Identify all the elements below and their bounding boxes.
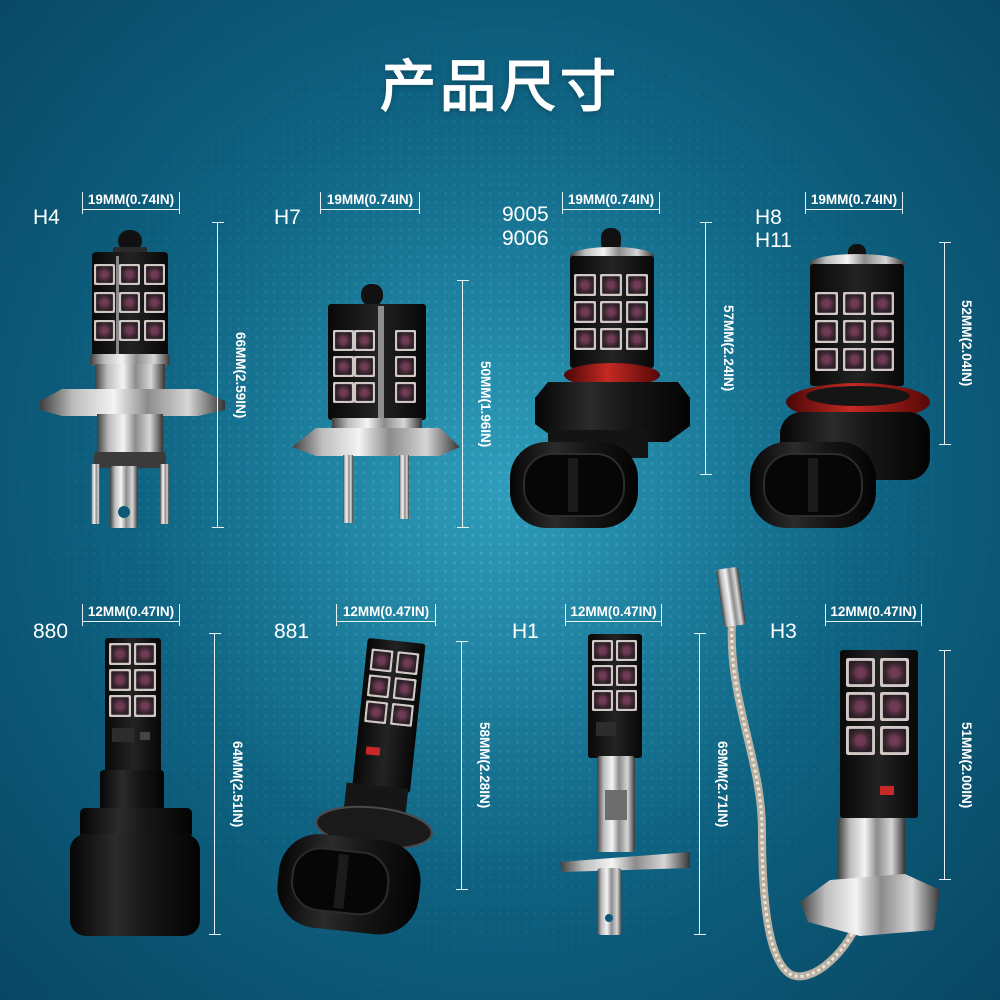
9005-9006-bulb-image	[510, 228, 690, 528]
model-label-9005: 9005	[502, 203, 549, 226]
h7-bulb-image	[292, 284, 460, 523]
model-label-h4: H4	[33, 206, 60, 229]
width-dimension-h1: 12MM(0.47IN)	[565, 604, 662, 626]
model-label-9006: 9006	[502, 227, 549, 250]
height-label-h4: 66MM(2.59IN)	[233, 331, 248, 419]
width-label-h8: 19MM(0.74IN)	[810, 192, 898, 207]
height-label-881: 58MM(2.28IN)	[477, 722, 492, 809]
width-dimension-h8: 19MM(0.74IN)	[805, 192, 903, 214]
h1-bulb-image	[560, 634, 690, 935]
width-dimension-h3: 12MM(0.47IN)	[825, 604, 922, 626]
width-label-h7: 19MM(0.74IN)	[326, 192, 414, 207]
width-label-h3: 12MM(0.47IN)	[830, 604, 917, 619]
model-label-h7: H7	[274, 206, 301, 229]
width-dimension-h7: 19MM(0.74IN)	[320, 192, 420, 214]
height-label-h1: 69MM(2.71IN)	[715, 740, 730, 828]
height-dimension-line-h8	[939, 242, 951, 445]
model-label-881: 881	[274, 620, 310, 643]
background-glow	[150, 120, 850, 880]
width-dimension-9005: 19MM(0.74IN)	[562, 192, 660, 214]
height-label-h3: 51MM(2.00IN)	[959, 721, 974, 809]
model-label-h1: H1	[512, 620, 539, 643]
model-label-h11: H11	[755, 229, 792, 252]
width-dimension-880: 12MM(0.47IN)	[82, 604, 180, 626]
model-label-880: 880	[33, 620, 69, 643]
height-dimension-line-9005	[700, 222, 712, 475]
height-dimension-line-h3	[939, 650, 951, 880]
width-label-881: 12MM(0.47IN)	[342, 604, 430, 619]
width-label-9005: 19MM(0.74IN)	[567, 192, 655, 207]
width-label-h1: 12MM(0.47IN)	[570, 604, 657, 619]
880-bulb-image	[70, 638, 200, 936]
height-label-h7: 50MM(1.96IN)	[478, 360, 493, 448]
height-label-880: 64MM(2.51IN)	[230, 740, 245, 828]
model-label-h3: H3	[770, 620, 797, 643]
height-dimension-line-881	[456, 641, 468, 890]
h8-h11-bulb-image	[750, 244, 930, 528]
h4-bulb-image	[40, 230, 225, 528]
height-dimension-line-880	[209, 633, 221, 935]
page-title: 产品尺寸	[380, 55, 620, 118]
h3-bulb-image	[716, 567, 940, 981]
model-label-h8: H8	[755, 206, 782, 229]
height-dimension-line-h4	[212, 222, 224, 528]
width-label-h4: 19MM(0.74IN)	[87, 192, 175, 207]
width-label-880: 12MM(0.47IN)	[87, 604, 175, 619]
881-bulb-image	[277, 638, 433, 935]
height-label-h8: 52MM(2.04IN)	[959, 300, 974, 387]
height-dimension-line-h7	[457, 280, 469, 528]
height-label-9005: 57MM(2.24IN)	[721, 305, 736, 392]
height-dimension-line-h1	[694, 633, 706, 935]
width-dimension-881: 12MM(0.47IN)	[336, 604, 436, 626]
width-dimension-h4: 19MM(0.74IN)	[82, 192, 180, 214]
